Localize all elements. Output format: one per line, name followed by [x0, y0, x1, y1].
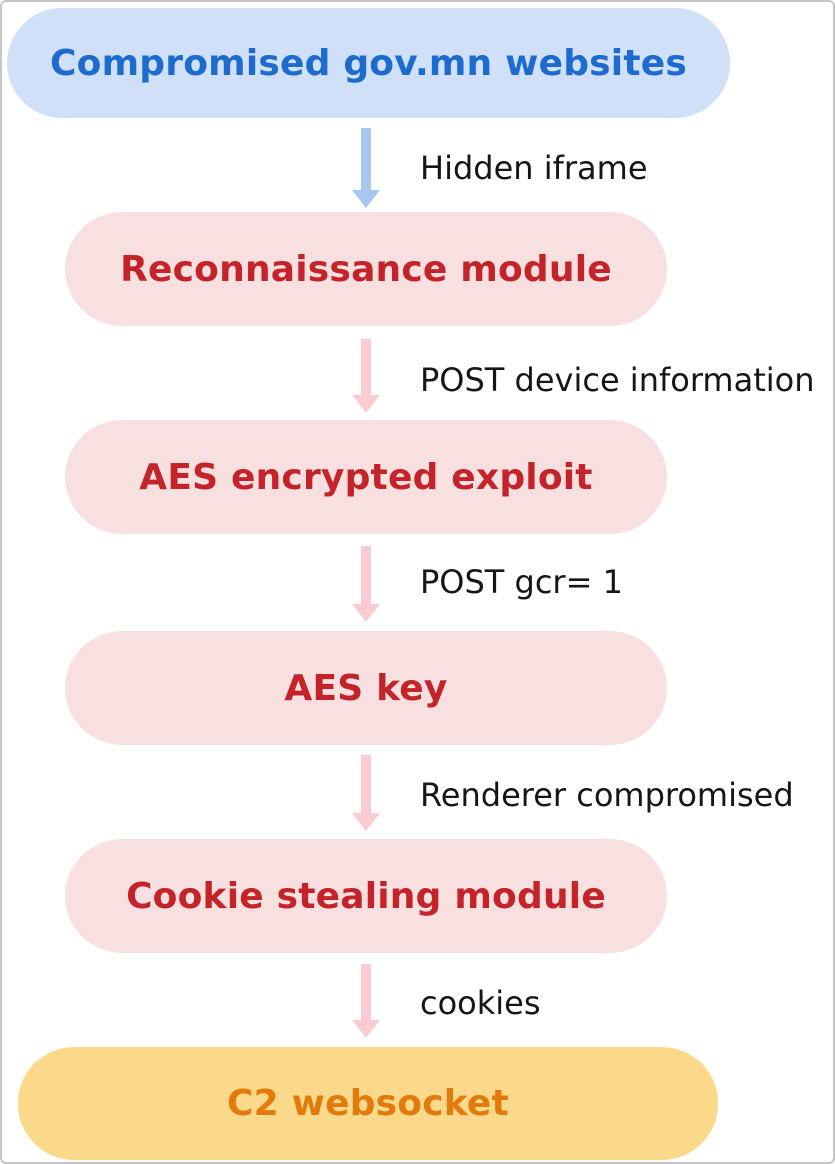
down-arrow-icon — [352, 128, 380, 208]
arrow-head — [352, 395, 380, 413]
arrow-stem — [361, 339, 371, 396]
edge-label-post-device-information: POST device information — [420, 361, 815, 399]
node-compromised-gov-mn-websites: Compromised gov.mn websites — [7, 8, 730, 118]
node-aes-key: AES key — [65, 631, 667, 745]
node-cookie-stealing-module: Cookie stealing module — [65, 839, 667, 953]
arrow-head — [352, 190, 380, 208]
edge-label-hidden-iframe: Hidden iframe — [420, 149, 648, 187]
arrow-head — [352, 813, 380, 831]
arrow-stem — [361, 128, 371, 191]
down-arrow-icon — [352, 755, 380, 831]
node-c2-websocket: C2 websocket — [18, 1047, 718, 1160]
arrow-stem — [361, 964, 371, 1021]
down-arrow-icon — [352, 964, 380, 1038]
arrow-head — [352, 1020, 380, 1038]
down-arrow-icon — [352, 339, 380, 413]
edge-label-cookies: cookies — [420, 984, 541, 1022]
arrow-stem — [361, 546, 371, 605]
down-arrow-icon — [352, 546, 380, 622]
edge-label-post-gcr-1: POST gcr= 1 — [420, 563, 623, 601]
node-reconnaissance-module: Reconnaissance module — [65, 212, 667, 326]
node-aes-encrypted-exploit: AES encrypted exploit — [65, 420, 667, 534]
arrow-head — [352, 604, 380, 622]
arrow-stem — [361, 755, 371, 814]
edge-label-renderer-compromised: Renderer compromised — [420, 776, 794, 814]
